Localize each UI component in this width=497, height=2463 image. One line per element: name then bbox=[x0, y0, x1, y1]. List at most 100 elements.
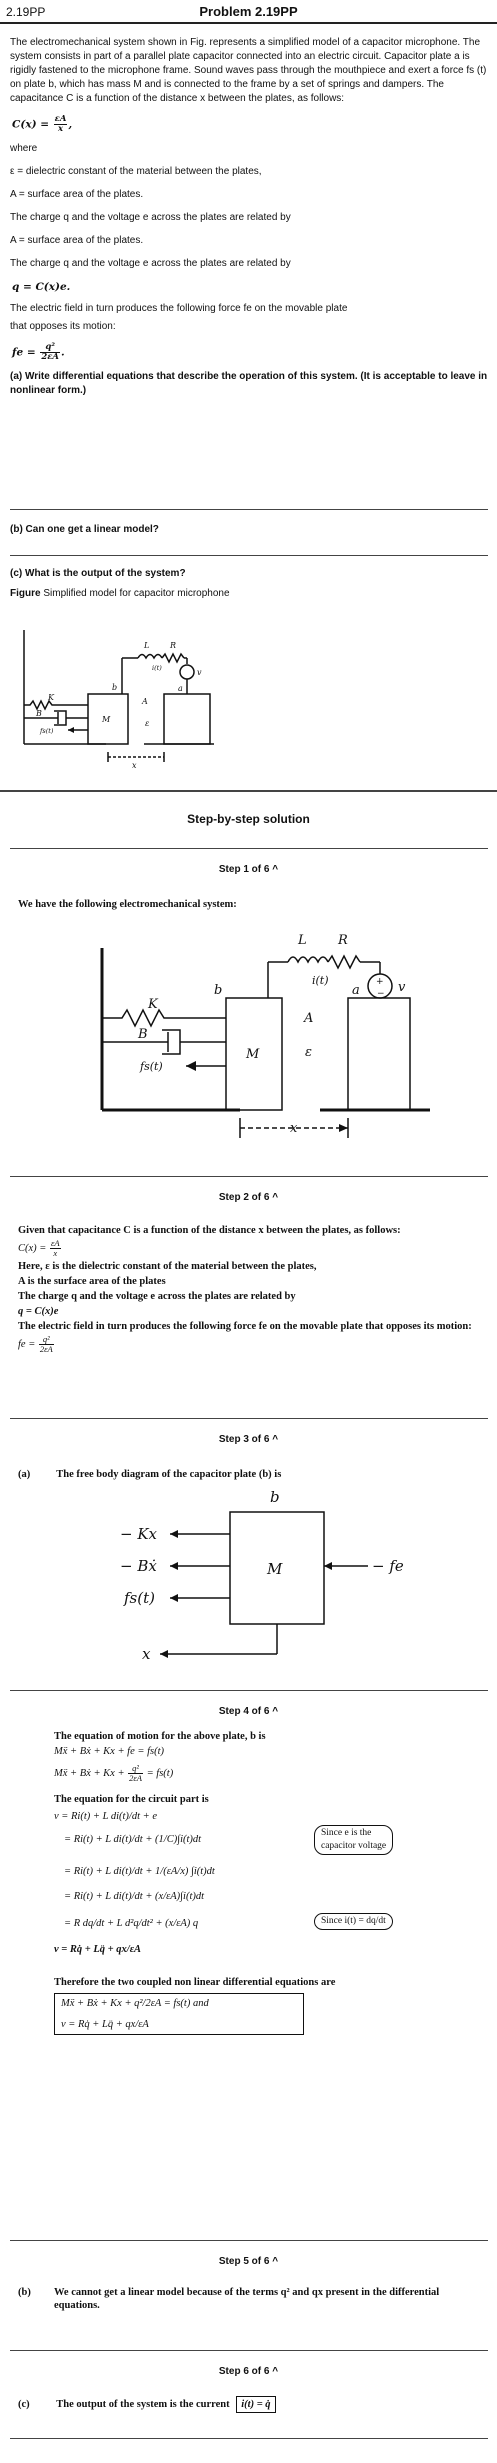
step6-row: (c) The output of the system is the curr… bbox=[18, 2396, 483, 2413]
top-bar: 2.19PP Problem 2.19PP bbox=[0, 0, 497, 24]
step2-header-text: Step 2 of 6 bbox=[218, 1192, 270, 1203]
fbd-label-b: b bbox=[270, 1488, 280, 1506]
step4-header-text: Step 4 of 6 bbox=[218, 1706, 270, 1717]
fbd-kx-arrowhead bbox=[170, 1530, 178, 1538]
step5-text: We cannot get a linear model because of … bbox=[54, 2287, 440, 2311]
step2-line5: The electric field in turn produces the … bbox=[18, 1321, 472, 1332]
resistor-R-large bbox=[327, 954, 361, 970]
step3-header[interactable]: Step 3 of 6 ^ bbox=[0, 1434, 497, 1445]
step2-line1: Given that capacitance C is a function o… bbox=[18, 1225, 401, 1236]
step6-text: The output of the system is the current bbox=[56, 2399, 230, 2410]
cap-denominator: x bbox=[58, 124, 64, 134]
step6-answer: i(t) = q̇ bbox=[236, 2396, 276, 2413]
step4-note2: Since i(t) = dq/dt bbox=[314, 1913, 393, 1930]
part-a-question: (a) Write differential equations that de… bbox=[10, 370, 488, 398]
fbd-label-x: x bbox=[142, 1645, 151, 1663]
area-definition-1: A = surface area of the plates. bbox=[10, 189, 144, 200]
chevron-up-icon[interactable]: ^ bbox=[272, 1706, 279, 1717]
fe-tail: . bbox=[61, 346, 65, 359]
label-i: i(t) bbox=[152, 664, 162, 672]
step4-circuit-2: = Ri(t) + L di(t)/dt + (1/C)∫i(t)dt bbox=[64, 1834, 202, 1845]
force-text-1: The electric field in turn produces the … bbox=[10, 303, 348, 314]
label-L-large: L bbox=[297, 933, 307, 948]
plate-a-large bbox=[347, 997, 411, 1111]
label-L: L bbox=[143, 641, 149, 650]
step4-header[interactable]: Step 4 of 6 ^ bbox=[0, 1706, 497, 1717]
spring-K bbox=[24, 699, 88, 711]
step5-row: (b) We cannot get a linear model because… bbox=[18, 2286, 483, 2311]
fe-denominator: 2εA bbox=[41, 352, 59, 362]
step1-header[interactable]: Step 1 of 6 ^ bbox=[0, 864, 497, 875]
label-b-large: b bbox=[214, 983, 222, 998]
step4-circuit-2-row: = Ri(t) + L di(t)/dt + (1/C)∫i(t)dt Sinc… bbox=[54, 1825, 474, 1855]
label-R: R bbox=[169, 641, 176, 650]
step2-line3: A is the surface area of the plates bbox=[18, 1276, 166, 1287]
force-fs-arrowhead-large bbox=[186, 1061, 196, 1071]
divider-end bbox=[10, 2438, 488, 2439]
step2-q-eq: q = C(x)e bbox=[18, 1306, 59, 1317]
label-B-large: B bbox=[137, 1027, 148, 1042]
step2-cap-num: εA bbox=[50, 1238, 61, 1249]
label-x: x bbox=[132, 761, 137, 770]
step2-cap-lhs: C(x) = bbox=[18, 1242, 49, 1254]
divider-step5 bbox=[10, 2240, 488, 2241]
charge-equation: q = C(x)e. bbox=[12, 281, 71, 293]
step4-circuit-5: = R dq/dt + L d²q/dt² + (x/εA) q bbox=[64, 1918, 199, 1929]
charge-relation-2: The charge q and the voltage e across th… bbox=[10, 258, 291, 269]
divider-b bbox=[10, 555, 488, 556]
divider-step6 bbox=[10, 2350, 488, 2351]
page-title: Problem 2.19PP bbox=[199, 4, 298, 19]
label-epsilon: ε bbox=[145, 719, 149, 728]
step3-header-text: Step 3 of 6 bbox=[218, 1434, 270, 1445]
chevron-up-icon[interactable]: ^ bbox=[272, 1434, 279, 1445]
label-M: M bbox=[101, 715, 111, 724]
step4-result-box: Mẍ + Bẋ + Kx + q²/2εA = fs(t) and v = Rq… bbox=[54, 1993, 304, 2035]
divider-step4 bbox=[10, 1690, 488, 1691]
solution-title: Step-by-step solution bbox=[187, 812, 310, 826]
step2-header[interactable]: Step 2 of 6 ^ bbox=[0, 1192, 497, 1203]
cap-lhs: C(x) = bbox=[12, 118, 53, 131]
fe-lhs: fe = bbox=[12, 346, 40, 359]
cap-numerator: εA bbox=[53, 114, 68, 125]
step4-eq2-num: q² bbox=[128, 1764, 143, 1774]
step4-note1b: capacitor voltage bbox=[321, 1841, 387, 1851]
part-a-text: (a) Write differential equations that de… bbox=[10, 371, 488, 396]
step3-text-row: (a)The free body diagram of the capacito… bbox=[18, 1468, 483, 1481]
fe-numerator: q² bbox=[40, 343, 60, 353]
chevron-up-icon[interactable]: ^ bbox=[272, 864, 279, 875]
step4-line2: The equation for the circuit part is bbox=[54, 1794, 209, 1805]
area-definition-2: A = surface area of the plates. bbox=[10, 235, 144, 246]
chevron-up-icon[interactable]: ^ bbox=[272, 2366, 279, 2377]
capacitor-microphone-figure: L R i(t) v A ε b a K B M fs(t) x bbox=[23, 630, 214, 770]
force-text-2: that opposes its motion: bbox=[10, 321, 116, 332]
inductor-L bbox=[137, 653, 163, 660]
fbd-label-kx: − Kx bbox=[120, 1525, 158, 1543]
voltage-source-v bbox=[179, 664, 195, 680]
step2-body: Given that capacitance C is a function o… bbox=[18, 1224, 483, 1356]
step2-line4: The charge q and the voltage e across th… bbox=[18, 1291, 296, 1302]
divider-step1 bbox=[10, 848, 488, 849]
chevron-up-icon[interactable]: ^ bbox=[272, 1192, 279, 1203]
charge-relation-1: The charge q and the voltage e across th… bbox=[10, 212, 291, 223]
step4-eq1: Mẍ + Bẋ + Kx + fe = fs(t) bbox=[54, 1746, 164, 1757]
step2-fe-den: 2εA bbox=[39, 1344, 53, 1354]
figure-label: Figure bbox=[10, 588, 41, 599]
label-i-large: i(t) bbox=[312, 974, 329, 987]
chevron-up-icon[interactable]: ^ bbox=[272, 2256, 279, 2267]
epsilon-definition: ε = dielectric constant of the material … bbox=[10, 166, 262, 177]
inductor-L-large bbox=[287, 956, 329, 964]
part-c-question: (c) What is the output of the system? bbox=[10, 568, 186, 579]
figure-caption: Figure Simplified model for capacitor mi… bbox=[10, 588, 230, 599]
step4-line1: The equation of motion for the above pla… bbox=[54, 1731, 266, 1742]
step4-line3: Therefore the two coupled non linear dif… bbox=[54, 1977, 336, 1988]
electromechanical-system-figure: L R i(t) v + − A ε b a K B M fs(t) x bbox=[100, 933, 430, 1138]
step3-text: The free body diagram of the capacitor p… bbox=[56, 1469, 282, 1480]
where-text: where bbox=[10, 143, 38, 154]
label-a: a bbox=[178, 684, 183, 693]
step5-header[interactable]: Step 5 of 6 ^ bbox=[0, 2256, 497, 2267]
step6-header[interactable]: Step 6 of 6 ^ bbox=[0, 2366, 497, 2377]
problem-statement: The electromechanical system shown in Fi… bbox=[10, 36, 488, 407]
